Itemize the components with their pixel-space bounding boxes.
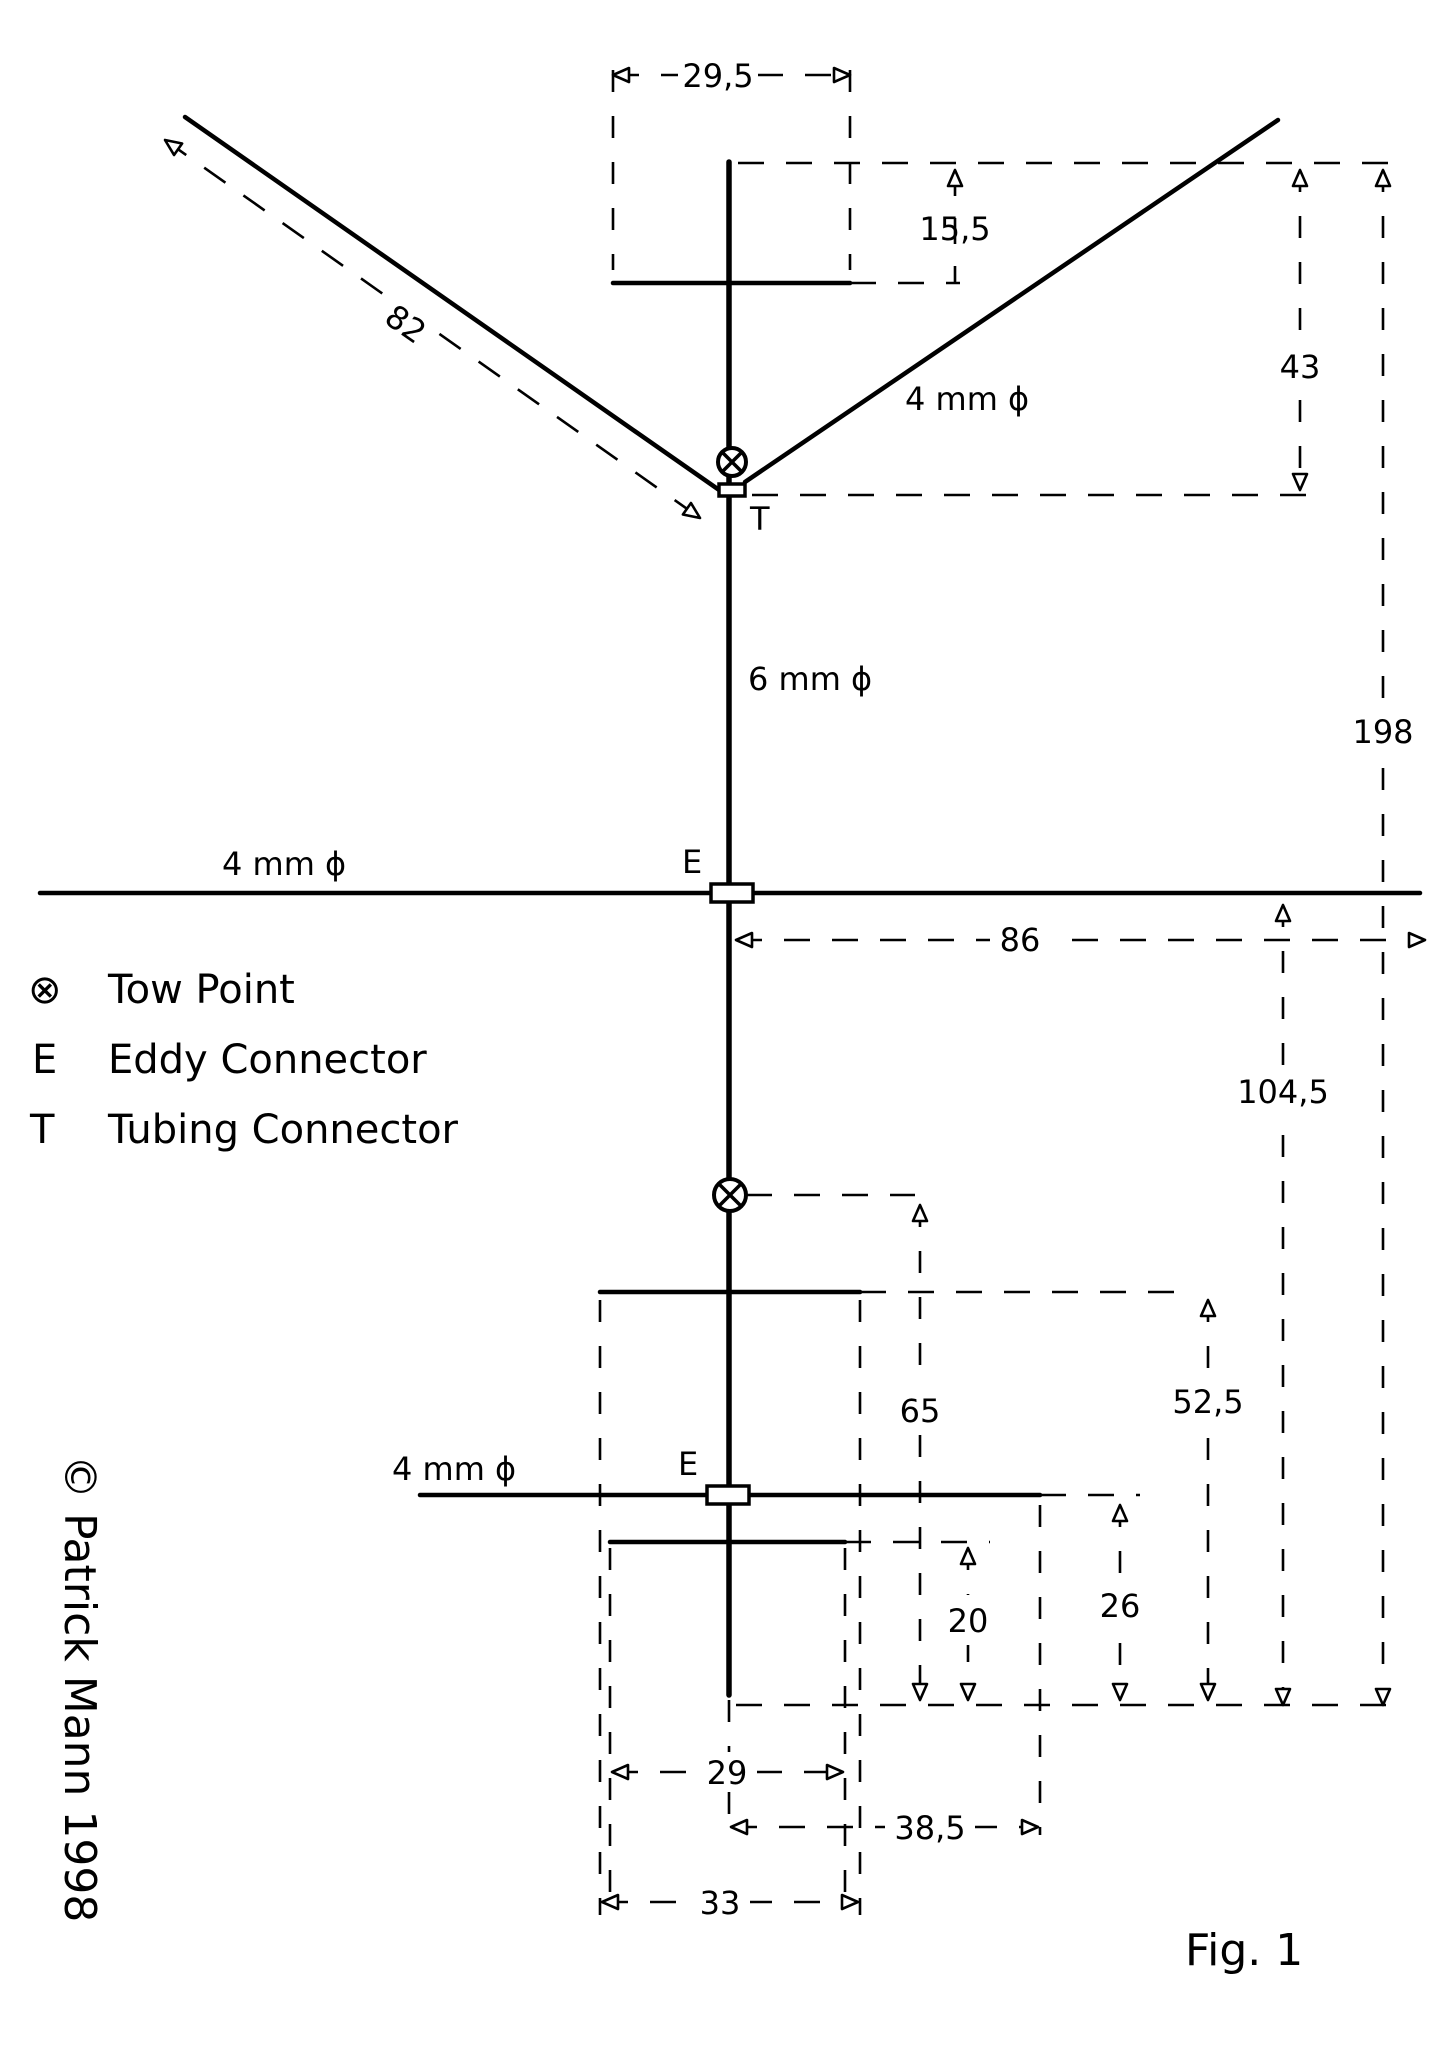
dim-upper-bar-width: 33 (700, 1884, 741, 1922)
dim-arm-height: 43 (1280, 348, 1321, 386)
legend-tubing-symbol: T (29, 1107, 55, 1153)
label-eddy-connector-bottom: E (678, 1445, 698, 1483)
dim-lower-bar-width: 29 (707, 1754, 748, 1792)
tow-point-bottom-icon (712, 1177, 748, 1213)
label-spine-diameter: 6 mm ϕ (748, 660, 872, 698)
dim-tow-height: 65 (900, 1392, 941, 1430)
dim-total-height: 198 (1352, 713, 1413, 751)
dim-upper-bar-height: 52,5 (1172, 1383, 1243, 1421)
tubing-connector-icon (717, 482, 747, 498)
right-arm-rod (742, 117, 1281, 485)
copyright-note: © Patrick Mann 1998 (54, 1455, 105, 1922)
eddy-connector-bottom-icon (705, 1484, 751, 1506)
dim-eddy-height: 26 (1100, 1587, 1141, 1625)
dim-crossbar-half: 86 (1000, 921, 1041, 959)
dim-lower-crossbar-half: 38,5 (894, 1809, 965, 1847)
dim-crossbar-height: 104,5 (1237, 1073, 1329, 1111)
legend: ⊗ Tow Point E Eddy Connector T Tubing Co… (28, 967, 459, 1153)
left-arm-rod (182, 114, 725, 495)
legend-tubing-label: Tubing Connector (107, 1107, 459, 1153)
label-arm-diameter: 4 mm ϕ (905, 380, 1029, 418)
label-eddy-connector-top: E (682, 843, 702, 881)
legend-eddy-label: Eddy Connector (108, 1037, 427, 1083)
legend-tow-point-label: Tow Point (107, 967, 295, 1013)
label-crossbar-diameter: 4 mm ϕ (222, 845, 346, 883)
eddy-connector-top-icon (709, 882, 755, 904)
label-tubing-connector: T (749, 500, 770, 538)
legend-tow-point-symbol: ⊗ (28, 967, 62, 1013)
legend-eddy-symbol: E (32, 1037, 57, 1083)
label-lower-crossbar-diameter: 4 mm ϕ (392, 1450, 516, 1488)
dim-top-offset: 15,5 (919, 210, 990, 248)
dim-lower-bar-height: 20 (948, 1602, 989, 1640)
tow-point-top-icon (716, 446, 748, 478)
dim-top-width: 29,5 (682, 57, 753, 95)
figure-label: Fig. 1 (1185, 1925, 1303, 1976)
